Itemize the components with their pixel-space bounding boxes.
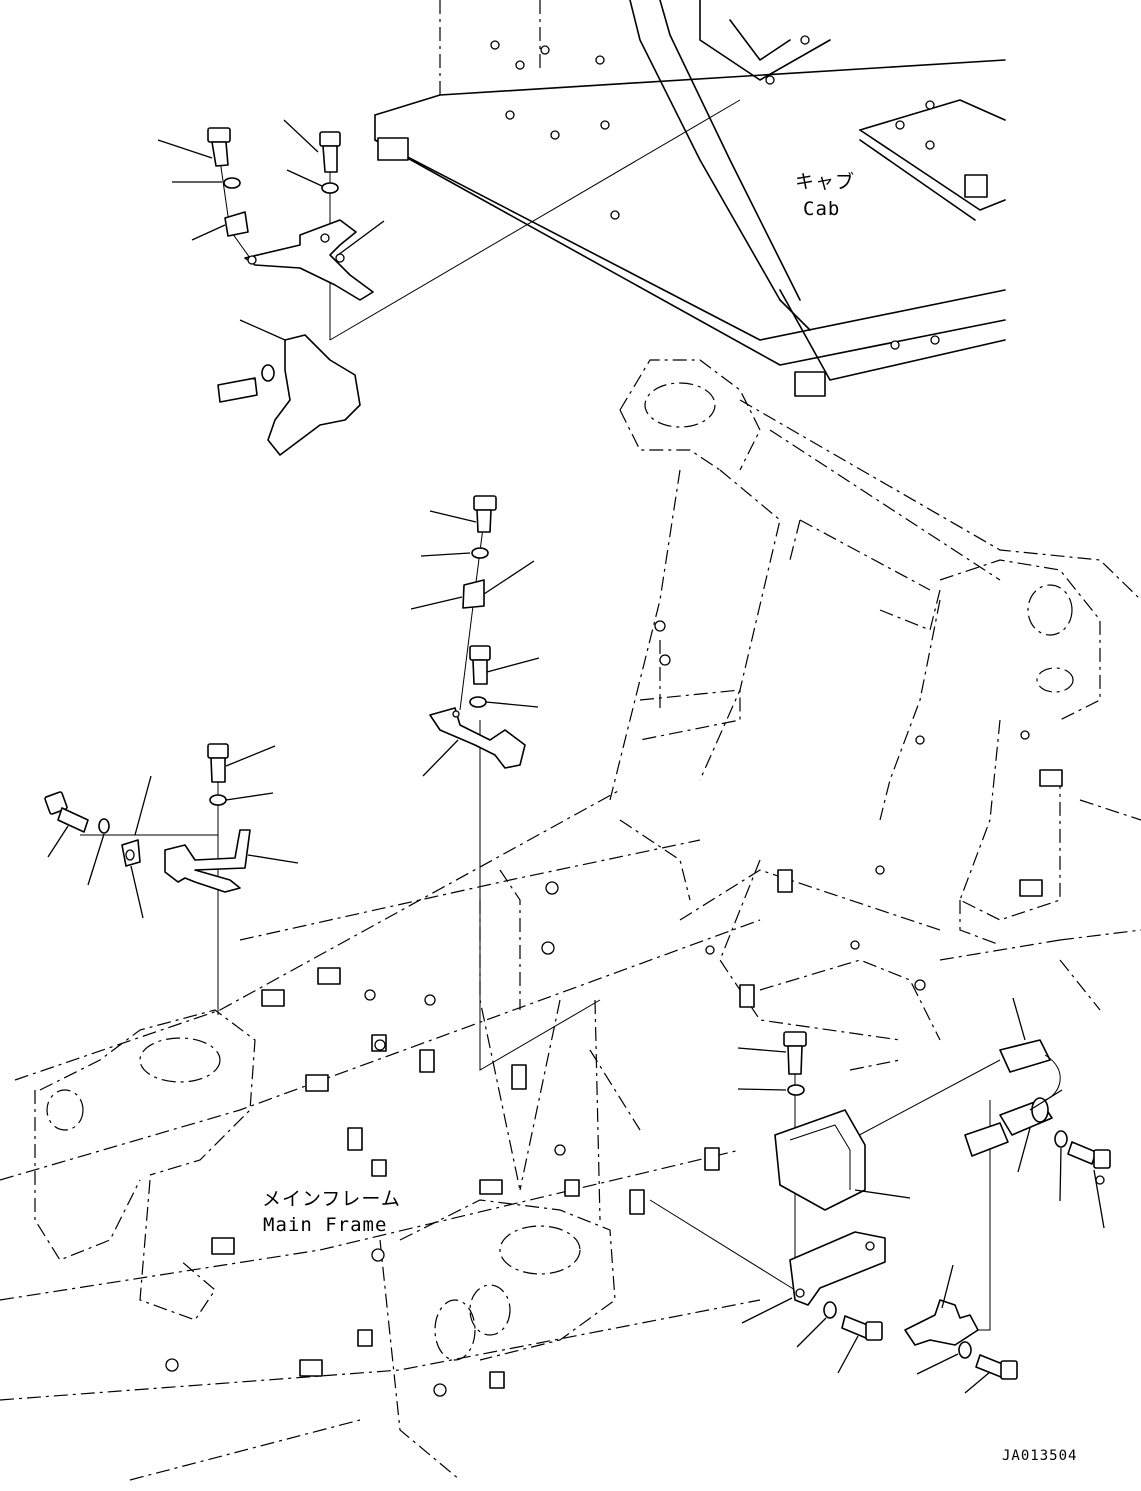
- bracket-assembly-upper: [157, 99, 741, 456]
- svg-text:Main Frame: Main Frame: [263, 1214, 387, 1236]
- cab-label: キャブ Cab: [795, 170, 855, 220]
- main-frame-label: メインフレーム Main Frame: [262, 1188, 401, 1236]
- washer-4-icon: [471, 547, 489, 559]
- washer-9-icon: [823, 1301, 837, 1319]
- washer-2-icon: [321, 182, 339, 194]
- switch-bracket-icon: [904, 1299, 979, 1346]
- bolt-8-icon: [783, 1031, 807, 1075]
- bolt-10-icon: [1067, 1141, 1111, 1169]
- washer-11-icon: [958, 1341, 972, 1359]
- bracket-plate-icon: [244, 219, 374, 301]
- bolt-9-icon: [841, 1315, 883, 1341]
- middle-bracket-icon: [429, 707, 526, 769]
- bolt-6-icon: [207, 743, 229, 783]
- bolt-5-icon: [469, 645, 491, 685]
- switch-assembly: [649, 997, 1111, 1394]
- switch-sensor-icon: [964, 1097, 1053, 1157]
- bracket-assembly-middle: [410, 495, 601, 1071]
- drawing-code: JA013504: [1002, 1448, 1077, 1464]
- washer-3-icon: [261, 364, 275, 382]
- mount-bracket-icon: [267, 334, 361, 456]
- cab-outline: [374, 0, 1006, 397]
- washer-6-icon: [209, 794, 227, 806]
- bolt-11-icon: [975, 1354, 1018, 1380]
- washer-5-icon: [469, 696, 487, 708]
- left-bracket-icon: [164, 829, 251, 893]
- washer-1-icon: [223, 177, 241, 189]
- washer-7-icon: [98, 818, 110, 834]
- svg-text:Cab: Cab: [803, 198, 840, 220]
- clamp-2-icon: [462, 579, 485, 609]
- bolt-7-icon: [44, 791, 89, 833]
- switch-cover-icon: [774, 1109, 866, 1211]
- main-frame-outline: [0, 359, 1141, 1481]
- cover-bracket-icon: [789, 1231, 886, 1306]
- svg-text:キャブ: キャブ: [795, 170, 855, 193]
- svg-text:メインフレーム: メインフレーム: [262, 1188, 401, 1210]
- bracket-assembly-left: [44, 743, 299, 1015]
- washer-8-icon: [787, 1084, 805, 1096]
- connector-icon: [999, 1039, 1061, 1101]
- bolt-1-icon: [207, 127, 231, 167]
- bolt-2-icon: [319, 131, 341, 173]
- bolt-3-icon: [217, 377, 258, 403]
- washer-10-icon: [1054, 1130, 1068, 1148]
- clamp-1-icon: [224, 211, 249, 237]
- bolt-4-icon: [473, 495, 497, 533]
